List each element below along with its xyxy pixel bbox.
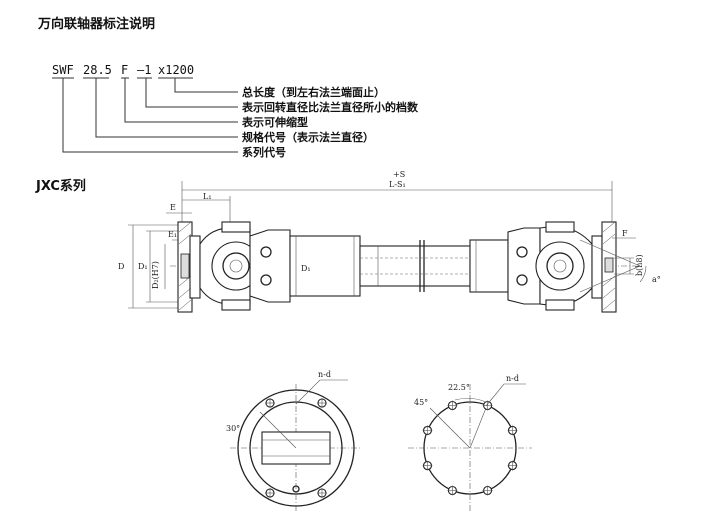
right-hole-label: n-d [506, 374, 519, 383]
flange-view-right: 22.5° 45° n-d [408, 374, 532, 512]
dim-l1: L₁ [203, 192, 212, 201]
model-code: SWF 28.5 F —1 x1200 [52, 63, 194, 79]
note-rotation-diameter: 表示回转直径比法兰直径所小的档数 [241, 100, 419, 114]
flange-view-left: 30° n-d [226, 370, 362, 512]
dim-d: D [118, 262, 124, 271]
dim-e1: E₁ [168, 230, 177, 239]
code-size: 28.5 [83, 63, 112, 77]
dim-b: b(h8) [635, 254, 644, 276]
note-total-length: 总长度（到左右法兰端面止） [242, 85, 385, 99]
leader-lines [62, 78, 238, 153]
right-angle-large: 45° [414, 398, 428, 407]
code-length: x1200 [158, 63, 194, 77]
note-telescopic: 表示可伸缩型 [241, 115, 308, 129]
dim-d2: D₂(H7) [151, 261, 160, 289]
note-spec-code: 规格代号（表示法兰直径） [242, 130, 374, 144]
code-prefix: SWF [52, 63, 74, 77]
dim-d1-left: D₁ [138, 262, 148, 271]
left-hole-label: n-d [318, 370, 331, 379]
note-series-code: 系列代号 [242, 145, 286, 159]
dim-d1-shaft: D₁ [301, 264, 311, 273]
left-angle-label: 30° [226, 424, 240, 433]
right-angle-small: 22.5° [448, 383, 470, 392]
dim-e: E [170, 203, 176, 212]
code-type: F [121, 63, 128, 77]
page-title: 万向联轴器标注说明 [37, 16, 155, 32]
dim-length: L-S₁ [389, 180, 406, 189]
series-title: JXC系列 [35, 178, 86, 194]
dim-a: a° [652, 275, 661, 284]
assembly-view: +S L-S₁ L₁ E E₁ D D₁ D₂(H7) [118, 170, 661, 313]
dim-f: F [622, 229, 628, 238]
dim-plus-s: +S [393, 170, 405, 179]
code-compensation: —1 [137, 63, 151, 77]
